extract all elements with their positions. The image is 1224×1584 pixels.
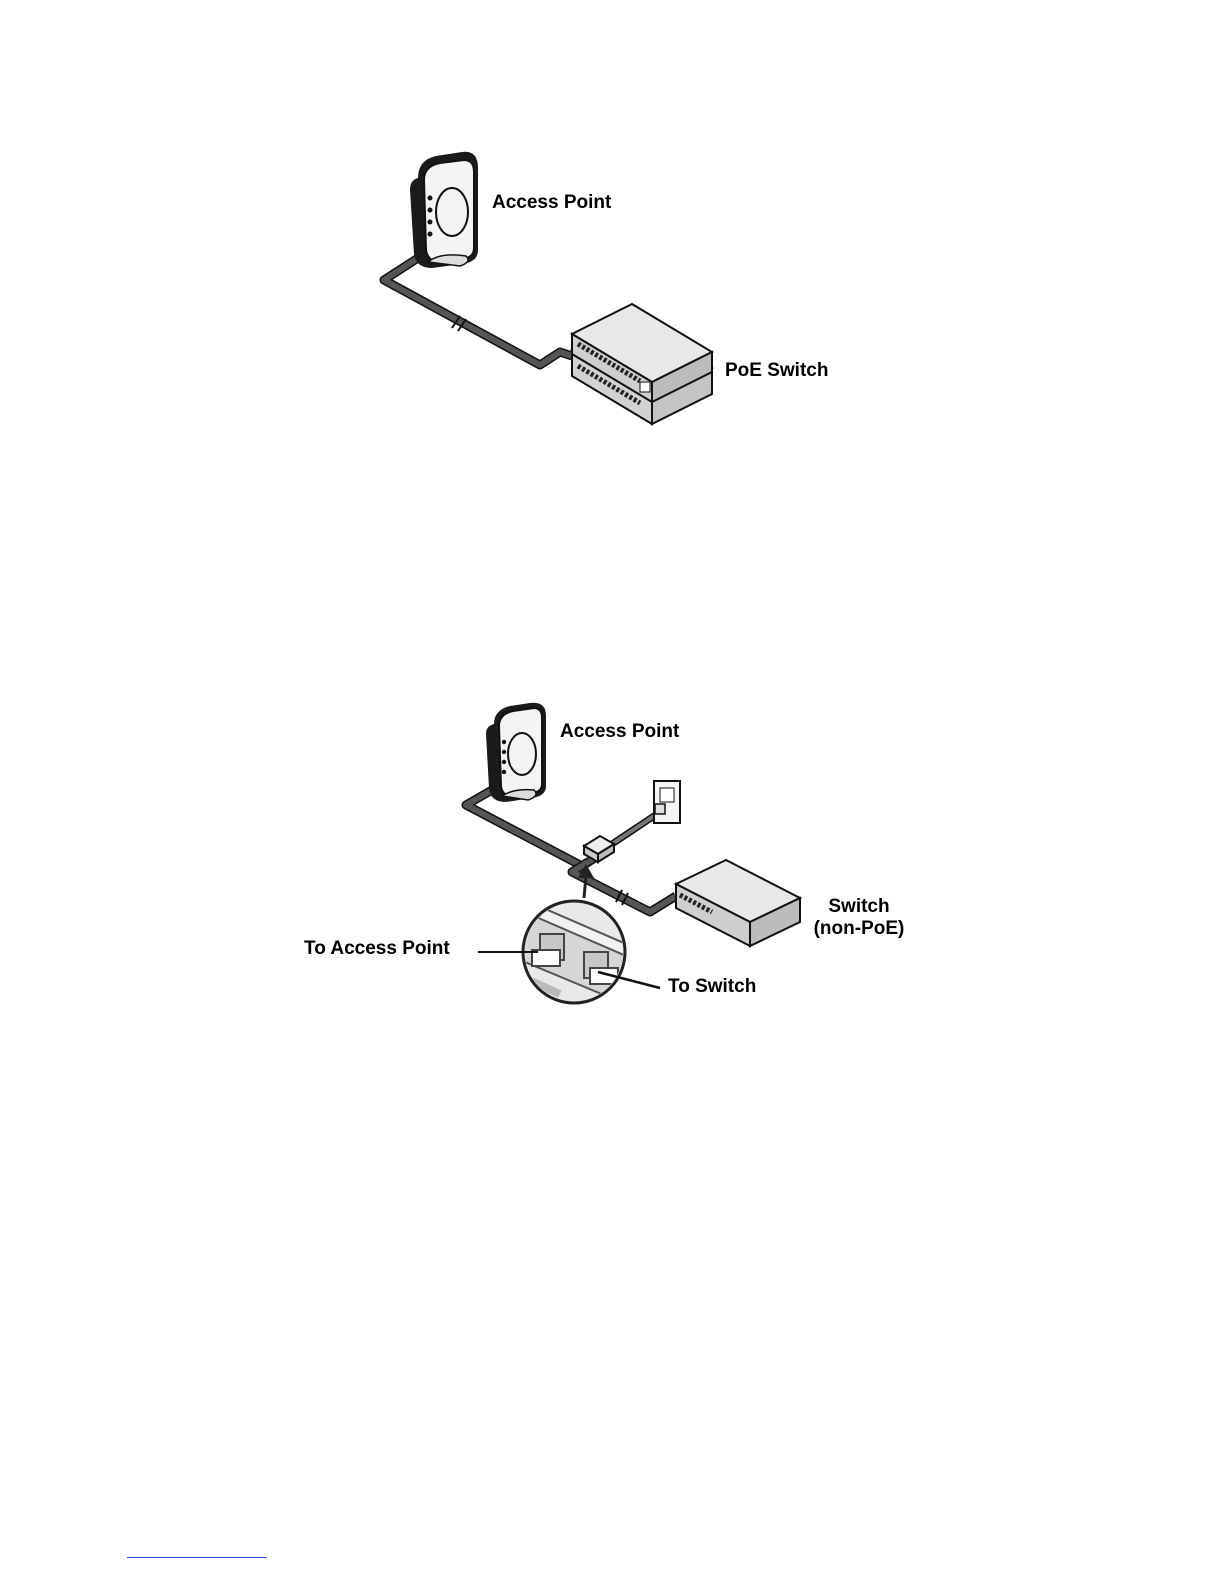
switch-label-line1: Switch xyxy=(806,896,912,918)
switch-icon xyxy=(676,860,800,946)
access-point-icon xyxy=(486,703,546,802)
access-point-label: Access Point xyxy=(560,721,679,743)
footnote-divider xyxy=(127,1557,267,1558)
wall-outlet-icon xyxy=(654,781,680,823)
zoom-callout xyxy=(520,898,640,1010)
power-cable xyxy=(612,812,660,844)
ethernet-cable-to-access-point xyxy=(466,790,598,866)
switch-label: Switch (non-PoE) xyxy=(806,896,912,940)
to-access-point-label: To Access Point xyxy=(304,938,450,960)
switch-label-line2: (non-PoE) xyxy=(806,918,912,940)
to-switch-label: To Switch xyxy=(668,976,756,998)
